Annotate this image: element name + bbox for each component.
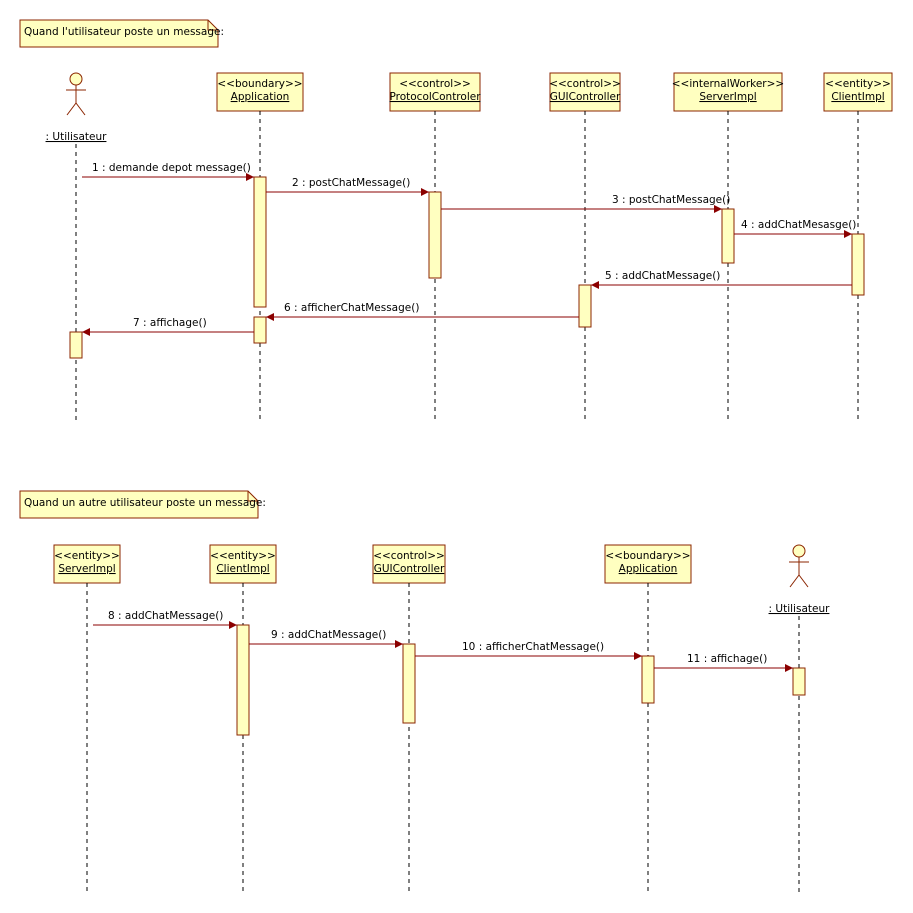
activation-bar bbox=[641, 655, 655, 704]
actor-label: : Utilisateur bbox=[769, 603, 831, 615]
actor-head bbox=[792, 544, 806, 558]
participant-name: Application bbox=[619, 563, 678, 575]
participant-stereotype: <<entity>> bbox=[825, 78, 891, 90]
note-text: Quand l'utilisateur poste un message: bbox=[24, 26, 224, 38]
message-label: 3 : postChatMessage() bbox=[612, 194, 730, 206]
participant-name: Application bbox=[231, 91, 290, 103]
note-box bbox=[19, 19, 219, 48]
message-7[interactable]: 7 : affichage() bbox=[82, 317, 254, 336]
activation-bar bbox=[792, 667, 806, 696]
activation-bar bbox=[253, 316, 267, 344]
activation-bar bbox=[721, 208, 735, 264]
participant-serverimpl[interactable]: <<entity>>ServerImpl bbox=[53, 544, 121, 892]
participant-guicontroller[interactable]: <<control>>GUIController bbox=[372, 544, 446, 892]
actor-icon bbox=[789, 544, 809, 588]
actor-head bbox=[69, 72, 83, 86]
message-1[interactable]: 1 : demande depot message() bbox=[82, 162, 254, 181]
message-label: 5 : addChatMessage() bbox=[605, 270, 720, 282]
activation-bar bbox=[578, 284, 592, 328]
message-label: 11 : affichage() bbox=[687, 653, 767, 665]
participant-name: ProtocolControler bbox=[389, 91, 481, 103]
message-6[interactable]: 6 : afficherChatMessage() bbox=[266, 302, 579, 321]
message-label: 6 : afficherChatMessage() bbox=[284, 302, 419, 314]
participant-application[interactable]: <<boundary>>Application bbox=[216, 72, 304, 420]
participant-clientimpl[interactable]: <<entity>>ClientImpl bbox=[823, 72, 893, 420]
message-9[interactable]: 9 : addChatMessage() bbox=[249, 629, 403, 648]
diagram-note: Quand l'utilisateur poste un message: bbox=[19, 19, 224, 48]
actor-right-leg bbox=[75, 102, 86, 116]
actor-left-leg bbox=[66, 102, 77, 116]
participant-guicontroller[interactable]: <<control>>GUIController bbox=[549, 72, 621, 420]
participant-stereotype: <<entity>> bbox=[210, 550, 276, 562]
message-label: 8 : addChatMessage() bbox=[108, 610, 223, 622]
message-8[interactable]: 8 : addChatMessage() bbox=[93, 610, 237, 629]
actor-right-leg bbox=[798, 574, 809, 588]
participant-stereotype: <<boundary>> bbox=[217, 78, 302, 90]
actor-left-leg bbox=[789, 574, 800, 588]
message-label: 9 : addChatMessage() bbox=[271, 629, 386, 641]
activation-bar bbox=[402, 643, 416, 724]
participant-utilisateur[interactable]: : Utilisateur bbox=[769, 544, 831, 892]
message-label: 4 : addChatMesasge() bbox=[741, 219, 856, 231]
participant-name: ClientImpl bbox=[831, 91, 884, 103]
message-3[interactable]: 3 : postChatMessage() bbox=[441, 194, 730, 213]
participant-box bbox=[673, 72, 783, 112]
message-4[interactable]: 4 : addChatMesasge() bbox=[734, 219, 856, 238]
sequence-diagram-2: Quand un autre utilisateur poste un mess… bbox=[19, 490, 831, 892]
participant-stereotype: <<boundary>> bbox=[605, 550, 690, 562]
message-label: 1 : demande depot message() bbox=[92, 162, 251, 174]
participant-utilisateur[interactable]: : Utilisateur bbox=[46, 72, 108, 420]
note-fold bbox=[207, 20, 218, 31]
participant-name: GUIController bbox=[550, 91, 621, 103]
participant-stereotype: <<control>> bbox=[399, 78, 471, 90]
message-5[interactable]: 5 : addChatMessage() bbox=[591, 270, 852, 289]
participant-clientimpl[interactable]: <<entity>>ClientImpl bbox=[209, 544, 277, 892]
participant-serverimpl[interactable]: <<internalWorker>>ServerImpl bbox=[672, 72, 784, 420]
participant-stereotype: <<control>> bbox=[549, 78, 621, 90]
message-2[interactable]: 2 : postChatMessage() bbox=[266, 177, 429, 196]
participant-box bbox=[823, 72, 893, 112]
participant-box bbox=[389, 72, 481, 112]
note-fold bbox=[247, 491, 258, 502]
message-label: 2 : postChatMessage() bbox=[292, 177, 410, 189]
sequence-diagram-1: Quand l'utilisateur poste un message:: U… bbox=[19, 19, 893, 420]
activation-bar bbox=[253, 176, 267, 308]
message-label: 10 : afficherChatMessage() bbox=[462, 641, 604, 653]
participant-name: GUIController bbox=[374, 563, 445, 575]
participant-name: ClientImpl bbox=[216, 563, 269, 575]
participant-box bbox=[53, 544, 121, 584]
message-10[interactable]: 10 : afficherChatMessage() bbox=[415, 641, 642, 660]
activation-bar bbox=[428, 191, 442, 279]
participant-box bbox=[549, 72, 621, 112]
participant-name: ServerImpl bbox=[58, 563, 115, 575]
actor-icon bbox=[66, 72, 86, 116]
message-11[interactable]: 11 : affichage() bbox=[654, 653, 793, 672]
participant-name: ServerImpl bbox=[699, 91, 756, 103]
message-label: 7 : affichage() bbox=[133, 317, 207, 329]
participant-stereotype: <<entity>> bbox=[54, 550, 120, 562]
note-text: Quand un autre utilisateur poste un mess… bbox=[24, 497, 266, 509]
actor-label: : Utilisateur bbox=[46, 131, 108, 143]
note-box bbox=[19, 490, 259, 519]
activation-bar bbox=[69, 331, 83, 359]
activation-bar bbox=[236, 624, 250, 736]
diagram-note: Quand un autre utilisateur poste un mess… bbox=[19, 490, 266, 519]
participant-box bbox=[209, 544, 277, 584]
participant-box bbox=[372, 544, 446, 584]
participant-application[interactable]: <<boundary>>Application bbox=[604, 544, 692, 892]
activation-bar bbox=[851, 233, 865, 296]
participant-stereotype: <<control>> bbox=[373, 550, 445, 562]
participant-stereotype: <<internalWorker>> bbox=[672, 78, 784, 90]
